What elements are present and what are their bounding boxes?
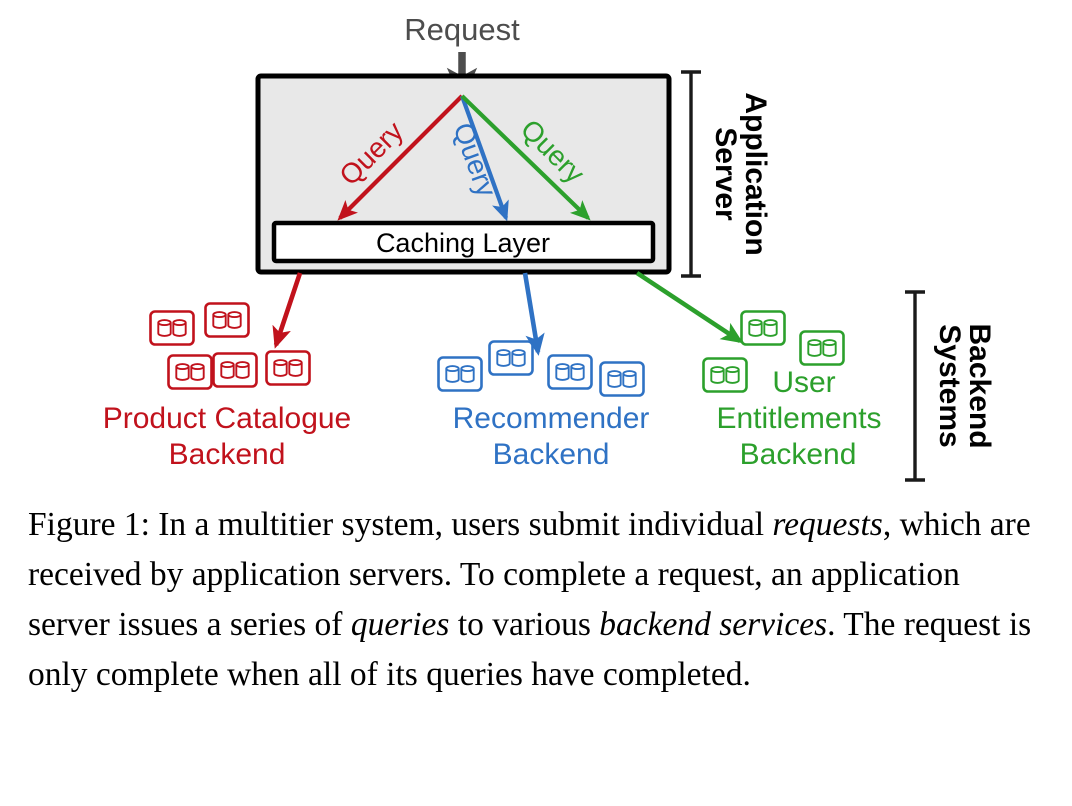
backend-label-user-entitlements: User Entitlements Backend xyxy=(716,366,881,471)
server-icon xyxy=(488,340,534,376)
caching-layer-label: Caching Layer xyxy=(376,228,550,258)
server-icon xyxy=(599,361,645,397)
multitier-system-diagram: Request Query Query Query Caching Lay xyxy=(103,12,996,482)
backend-bracket-label-line1: Backend xyxy=(963,323,996,448)
request-group: Request xyxy=(404,12,520,103)
arrow-to-recommender xyxy=(522,272,545,356)
arrow-to-user-entitlements xyxy=(635,271,744,344)
backend-label-product-catalogue: Product Catalogue Backend xyxy=(103,402,352,471)
app-server-bracket-label-line2: Server xyxy=(709,127,742,221)
server-icon xyxy=(204,302,250,338)
server-icon xyxy=(740,310,786,346)
caption-seg-1: Figure 1: In a multitier system, users s… xyxy=(28,506,773,543)
caching-layer[interactable]: Caching Layer xyxy=(271,220,656,264)
backend-label-line2: Backend xyxy=(169,438,286,471)
backend-label-line1: Recommender xyxy=(453,402,650,435)
backend-label-line2: Entitlements xyxy=(716,402,881,435)
caption-em-requests: requests xyxy=(772,506,883,543)
caption-seg-3: to various xyxy=(449,606,600,643)
app-server-bracket-label-line1: Application xyxy=(739,92,772,255)
caption-em-backend-services: backend services xyxy=(599,606,828,643)
backend-systems-bracket: Backend Systems xyxy=(905,290,996,482)
server-icon xyxy=(212,352,258,388)
server-icon xyxy=(265,350,311,386)
server-icon xyxy=(702,357,748,393)
arrow-to-product-catalogue xyxy=(272,272,303,349)
backend-label-line1: Product Catalogue xyxy=(103,402,352,435)
caching-layer-rect[interactable] xyxy=(271,220,656,264)
server-icon xyxy=(799,330,845,366)
backend-cluster-recommender xyxy=(437,340,645,397)
caption-seg-4: . The request is only complete when all … xyxy=(28,606,1032,693)
backend-label-line1: User xyxy=(772,366,835,399)
application-server-box: Query Query Query Caching Layer xyxy=(255,73,672,275)
server-icon xyxy=(149,310,195,346)
caption-em-queries: queries xyxy=(350,606,450,643)
server-icon xyxy=(547,354,593,390)
backend-label-line2: Backend xyxy=(493,438,610,471)
backend-label-line3: Backend xyxy=(740,438,857,471)
server-icon xyxy=(167,354,213,390)
backend-bracket-label-line2: Systems xyxy=(933,324,966,447)
cache-to-backend-arrows xyxy=(272,271,744,356)
request-label: Request xyxy=(404,12,520,47)
figure-caption: Figure 1: In a multitier system, users s… xyxy=(28,500,1044,700)
application-server-bracket: Application Server xyxy=(681,70,772,278)
backend-label-recommender: Recommender Backend xyxy=(453,402,650,471)
caption-seg-2: , which are received by application serv… xyxy=(28,506,1031,643)
server-icon xyxy=(437,356,483,392)
